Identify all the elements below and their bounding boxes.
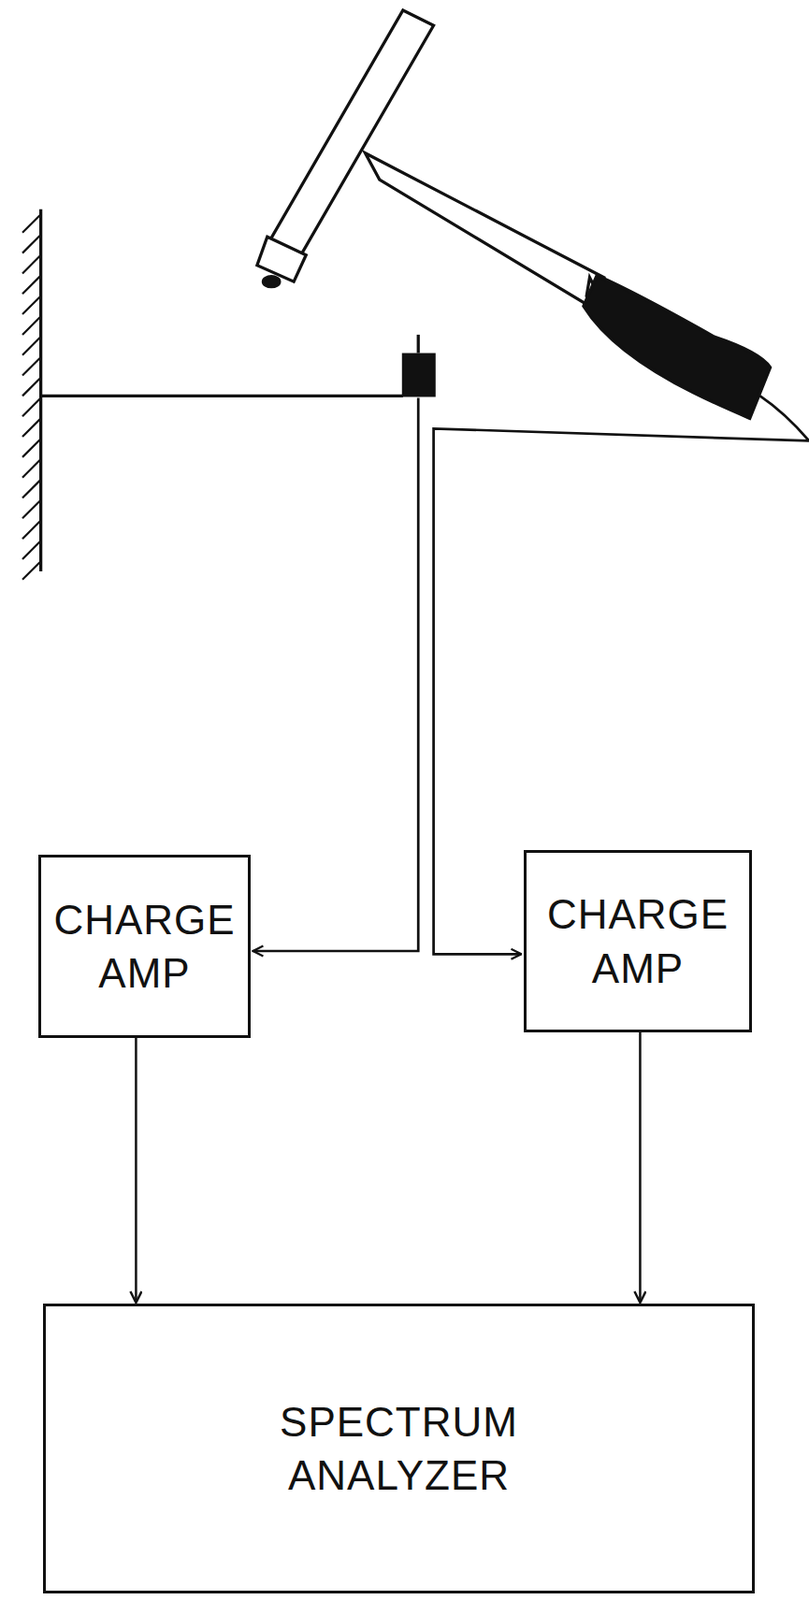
hatch-stroke bbox=[22, 295, 42, 315]
hatch-stroke bbox=[22, 234, 42, 254]
hatch-stroke bbox=[22, 459, 42, 478]
hatch-stroke bbox=[22, 418, 42, 437]
hatch-stroke bbox=[22, 438, 42, 458]
box-label: CHARGE AMP bbox=[535, 887, 740, 995]
box-label: CHARGE AMP bbox=[50, 893, 239, 1000]
hatch-stroke bbox=[22, 500, 42, 520]
hatch-stroke bbox=[22, 398, 42, 418]
charge-amp-box: CHARGE AMP bbox=[523, 850, 752, 1033]
wall bbox=[39, 209, 43, 572]
wall-hatching bbox=[22, 214, 42, 580]
hatch-stroke bbox=[22, 316, 42, 335]
hatch-stroke bbox=[22, 275, 42, 295]
impact-hammer bbox=[257, 10, 771, 419]
charge-amp-box: CHARGE AMP bbox=[38, 854, 251, 1039]
box-label: SPECTRUM ANALYZER bbox=[245, 1395, 554, 1503]
hatch-stroke bbox=[22, 520, 42, 540]
hatch-stroke bbox=[22, 357, 42, 376]
hatch-stroke bbox=[22, 214, 42, 233]
signal-arrow bbox=[134, 1038, 138, 1303]
signal-arrow bbox=[638, 1032, 642, 1303]
hatch-stroke bbox=[22, 377, 42, 397]
hatch-stroke bbox=[22, 255, 42, 275]
accelerometer bbox=[402, 334, 436, 398]
spectrum-analyzer-box: SPECTRUM ANALYZER bbox=[43, 1303, 755, 1594]
hatch-stroke bbox=[22, 540, 42, 560]
cantilever-beam bbox=[41, 394, 404, 398]
hatch-stroke bbox=[22, 479, 42, 499]
hatch-stroke bbox=[22, 336, 42, 356]
hatch-stroke bbox=[22, 561, 42, 580]
